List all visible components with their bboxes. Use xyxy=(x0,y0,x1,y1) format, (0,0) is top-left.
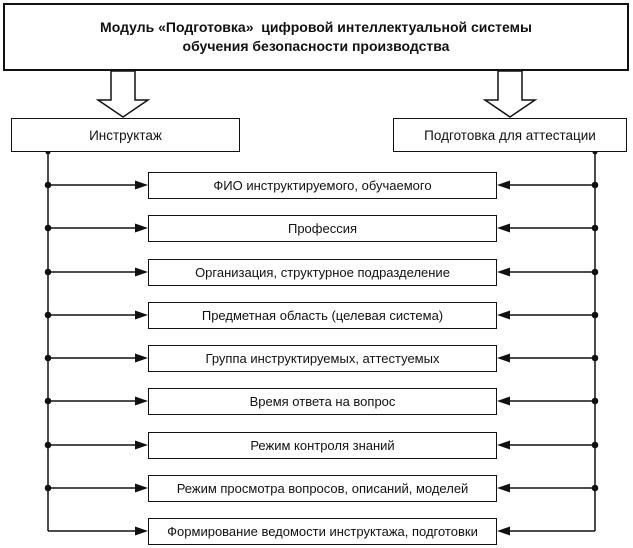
parameter-box: Время ответа на вопрос xyxy=(148,387,497,415)
parameter-box: Предметная область (целевая система) xyxy=(148,301,497,329)
parameter-box: Профессия xyxy=(148,214,497,242)
parameter-box: ФИО инструктируемого, обучаемого xyxy=(148,171,497,199)
module-title-line-2: обучения безопасности производства xyxy=(182,38,450,54)
branch-box-podgotovka: Подготовка для аттестации xyxy=(393,118,627,152)
parameter-box: Режим контроля знаний xyxy=(148,431,497,459)
block-arrow-down-right xyxy=(482,70,538,118)
parameter-box: Режим просмотра вопросов, описаний, моде… xyxy=(148,474,497,502)
module-title-line-1: Модуль «Подготовка» цифровой интеллектуа… xyxy=(100,19,532,35)
parameter-box: Организация, структурное подразделение xyxy=(148,258,497,286)
module-title-box: Модуль «Подготовка» цифровой интеллектуа… xyxy=(3,3,629,71)
parameter-box: Формирование ведомости инструктажа, подг… xyxy=(148,517,497,545)
block-arrow-down-left xyxy=(95,70,151,118)
parameter-box: Группа инструктируемых, аттестуемых xyxy=(148,344,497,372)
branch-box-instruktazh: Инструктаж xyxy=(11,118,240,152)
